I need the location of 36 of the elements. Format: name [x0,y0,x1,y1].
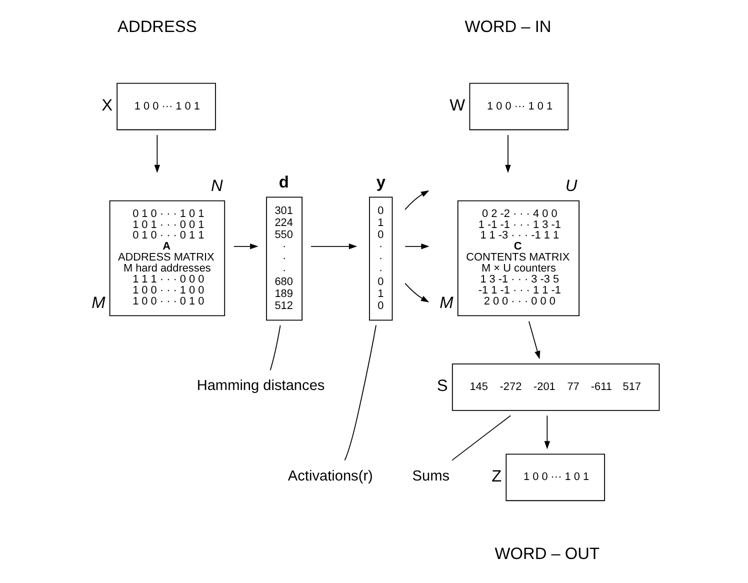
node-box: 1 0 0 ··· 1 0 1 [468,82,568,130]
node-label: U [564,177,577,196]
node-label: Z [491,467,502,486]
node-label: N [210,177,222,196]
node-label: d [278,174,288,192]
arrow [310,244,357,250]
connector [269,325,280,371]
node-label: M [91,294,105,312]
arrow [528,320,540,360]
connector [344,324,376,461]
arrow [404,190,429,210]
arrow [404,282,429,302]
connector [451,415,510,461]
arrow [154,134,160,174]
node-box: 1 0 0 ··· 1 0 1 [116,82,216,130]
node-label: X [101,96,112,115]
node-box: 0 1 0 · · · 1 0 1 1 0 1 · · · 0 0 1 0 1 0 · · · 0 1 1 A ADDRESS MATRIX M hard addresses 1 1 1 · · · 0 0 0 1 0 0 · · · 1 0 0 1 0 0 · · · 0 1 0 [108,200,225,316]
node-box: 145 -272 -201 77 -611 517 [451,363,660,411]
node-text: Hamming distances [196,378,324,394]
node-box: 301 224 550 · · · 680 189 512 [266,196,302,321]
node-label: y [376,174,385,192]
arrow [504,134,510,174]
node-box: 1 0 0 ··· 1 0 1 [505,454,605,502]
label: ADDRESS [117,18,196,36]
node-box: 0 1 0 · · · 0 1 0 [368,196,392,321]
node-label: W [449,96,465,115]
arrow [404,244,429,250]
node-box: 0 2 -2 · · · 4 0 0 1 -1 -1 · · · 1 3 -1 1 1 -3 · · · -1 1 1 C CONTENTS MATRIX M × U counters 1 3 -1 · · · 3 -3 5 -1 1 -1 · · · 1 1 -1 2 0 0 · · · 0 0 0 [456,200,580,316]
label: WORD – OUT [494,544,600,563]
label: WORD – IN [464,18,551,36]
arrow [544,415,550,450]
node-label: S [436,377,448,396]
node-text: Sums [412,468,450,484]
arrow [232,244,258,250]
node-text: Activations(r) [287,468,372,484]
node-label: M [439,294,453,312]
